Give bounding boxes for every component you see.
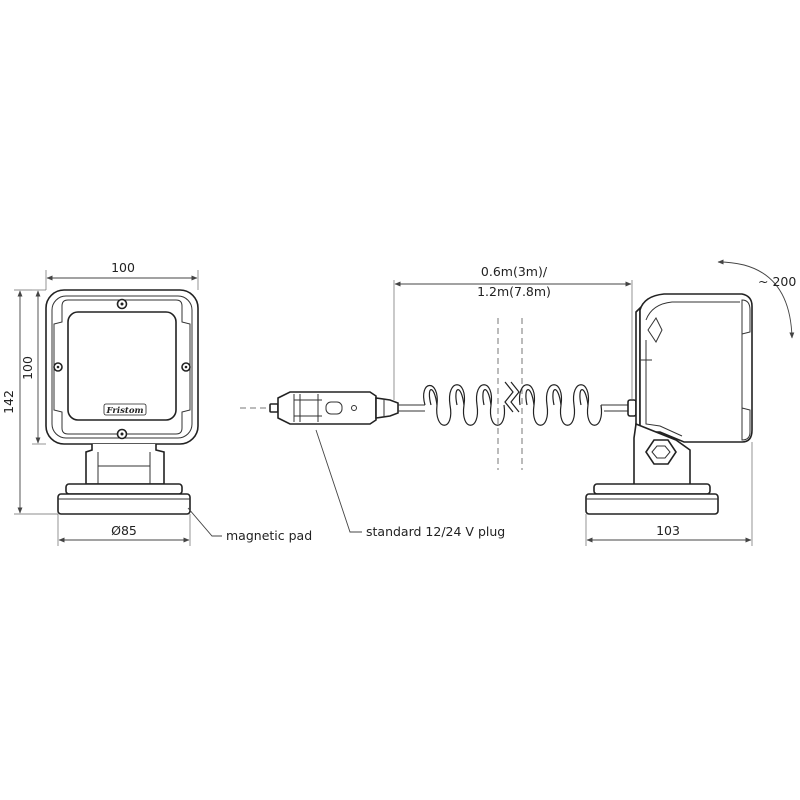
base-diameter-label: Ø85 bbox=[111, 523, 137, 538]
coiled-cable-left bbox=[423, 384, 506, 426]
plug-tip bbox=[269, 403, 279, 413]
side-dimensions: 103 ~ 200 ° bbox=[585, 259, 800, 546]
side-housing bbox=[639, 293, 753, 443]
front-width-label: 100 bbox=[111, 260, 135, 275]
front-lamp-height-label: 100 bbox=[20, 356, 35, 380]
magnetic-pad-callout: magnetic pad bbox=[226, 528, 312, 543]
rotation-arc bbox=[717, 259, 795, 339]
front-view: Fristom bbox=[45, 289, 199, 515]
front-dimensions: 100 100 142 Ø85 magnetic pad bbox=[1, 260, 312, 546]
front-bezel bbox=[53, 299, 191, 435]
cable-length-label-line2: 1.2m(7.8m) bbox=[477, 284, 551, 299]
adjustment-knob-icon bbox=[645, 439, 677, 465]
plug-strain-relief bbox=[375, 397, 399, 419]
front-pad-top bbox=[65, 483, 183, 495]
side-magnetic-pad bbox=[585, 493, 719, 515]
plug-callout: standard 12/24 V plug bbox=[366, 524, 505, 539]
plug-button bbox=[325, 401, 343, 415]
front-total-height-label: 142 bbox=[1, 390, 16, 414]
side-pad-top bbox=[593, 483, 711, 495]
side-depth-label: 103 bbox=[656, 523, 680, 538]
plug-and-cable: standard 12/24 V plug bbox=[240, 318, 637, 539]
front-magnetic-pad bbox=[57, 493, 191, 515]
magnetic-pad-leader bbox=[187, 507, 222, 537]
cigarette-plug-body bbox=[277, 391, 377, 425]
cable-length-dimension: 0.6m(3m)/ 1.2m(7.8m) bbox=[393, 264, 633, 400]
brand-logo: Fristom bbox=[106, 406, 144, 416]
coiled-cable-right bbox=[518, 384, 603, 426]
front-lens bbox=[67, 311, 177, 421]
side-view bbox=[585, 293, 753, 515]
cable-length-label-line1: 0.6m(3m)/ bbox=[481, 264, 548, 279]
brand-logo-plate bbox=[103, 403, 147, 416]
rotation-label: ~ 200 ° bbox=[758, 274, 800, 289]
plug-leader bbox=[315, 429, 362, 533]
plug-led-icon bbox=[351, 405, 357, 411]
straight-cable bbox=[398, 404, 425, 412]
cable-gland bbox=[627, 399, 637, 417]
